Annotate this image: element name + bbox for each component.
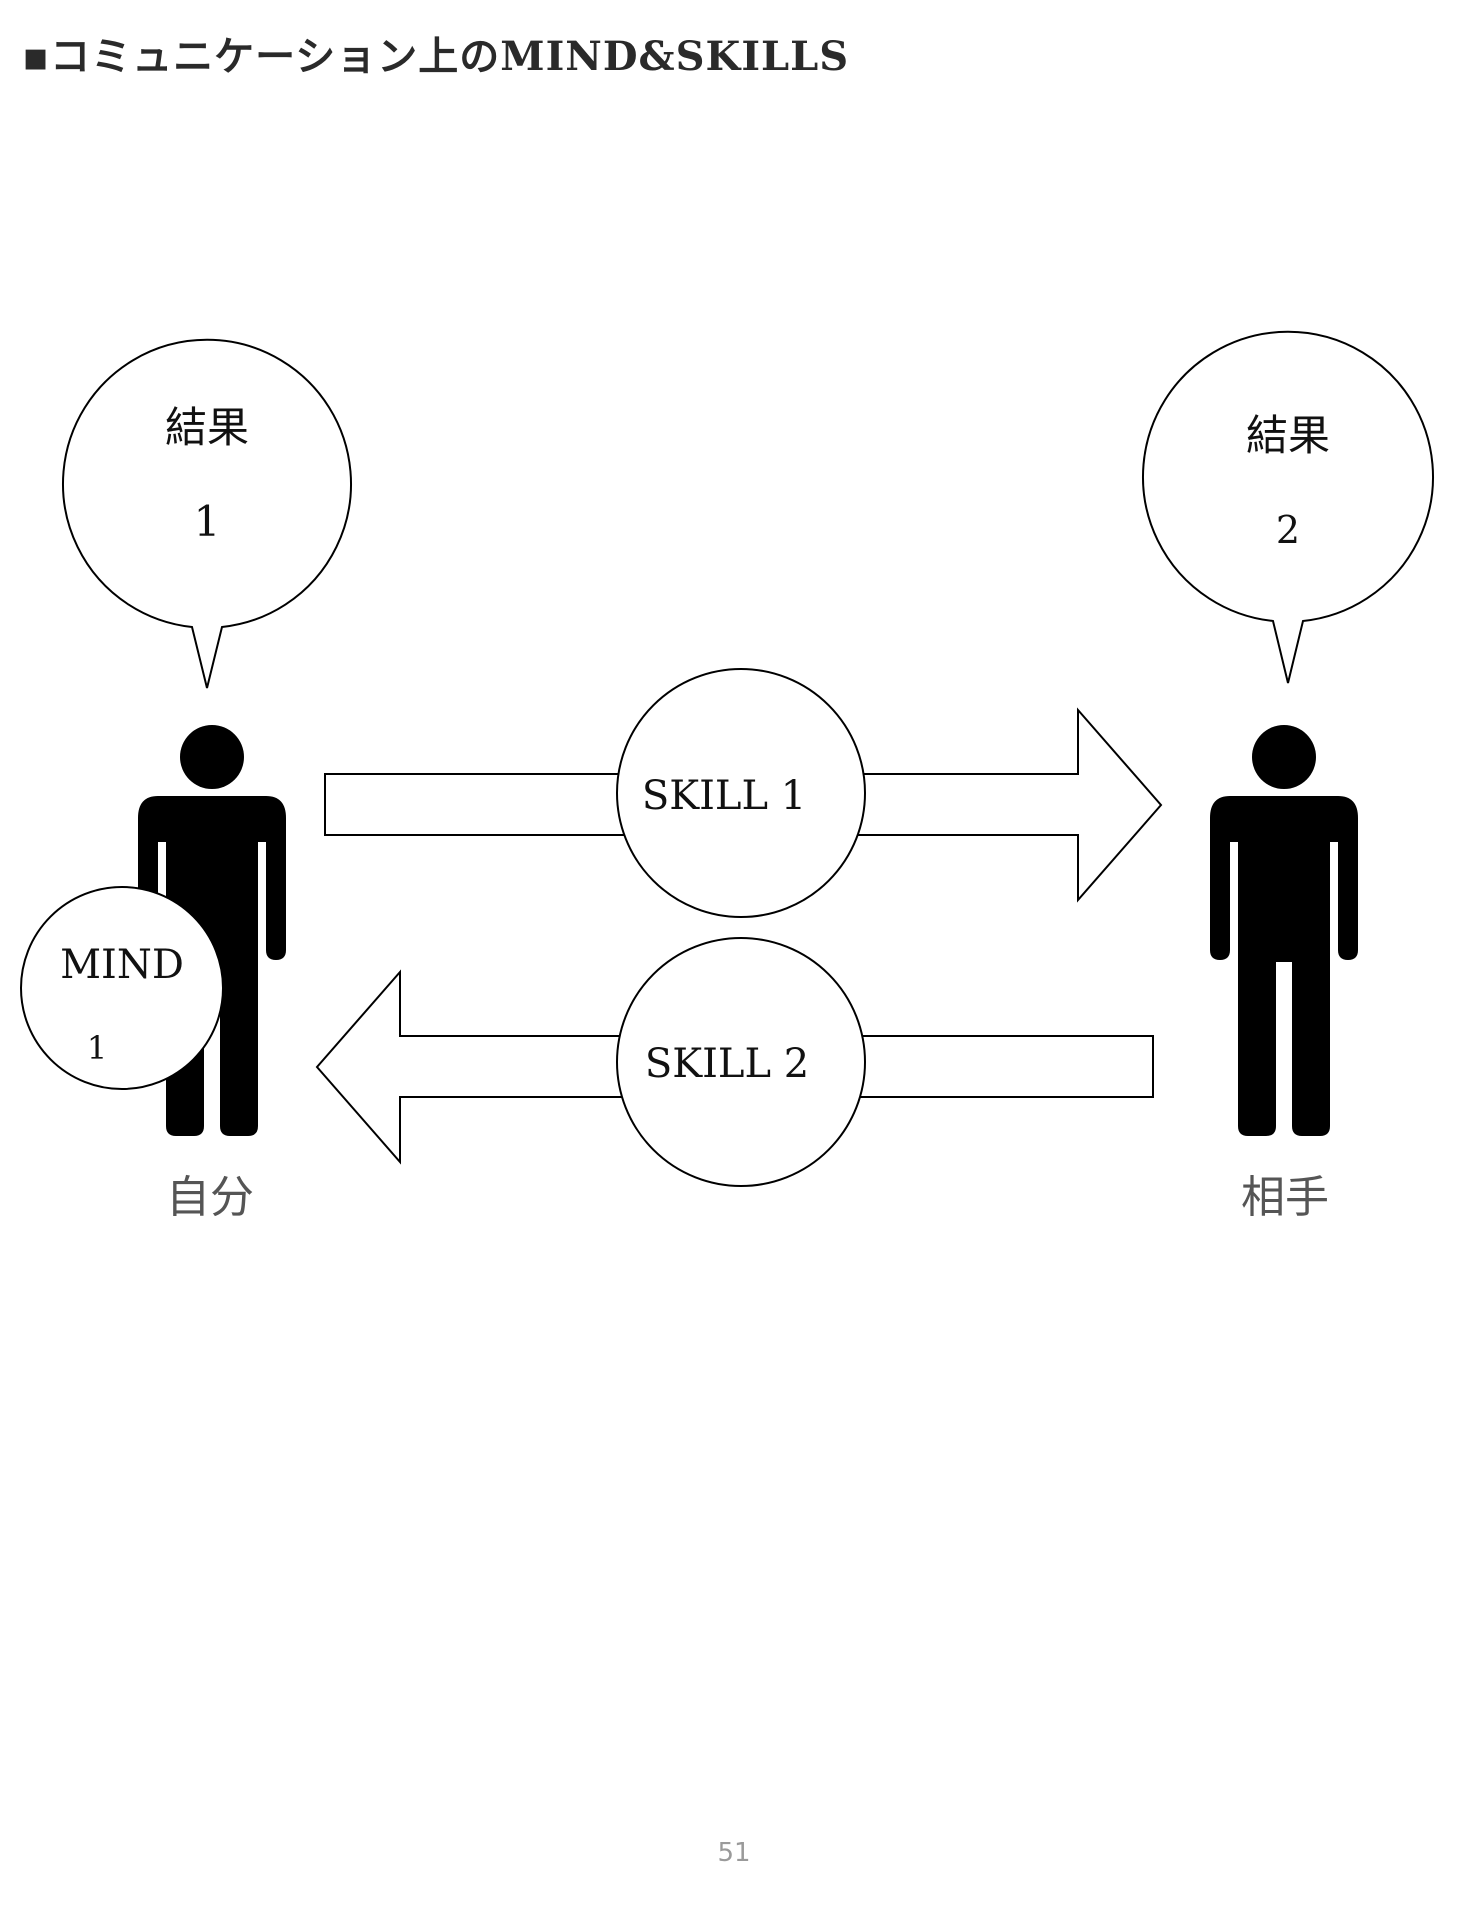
result-bubble-right-number: 2 xyxy=(1276,508,1300,552)
result-bubble-left: 結果 1 xyxy=(62,338,352,689)
result-bubble-left-number: 1 xyxy=(194,497,221,546)
mind-title: MIND xyxy=(60,942,184,988)
page-title: ▪コミュニケーション上のMIND&SKILLS xyxy=(22,33,850,80)
speech-bubble-right-shape xyxy=(1142,330,1434,684)
skill-2-circle: SKILL 2 xyxy=(616,937,866,1187)
mind-circle: MIND 1 xyxy=(20,886,224,1090)
person-label-right: 相手 xyxy=(1241,1172,1329,1223)
mind-number: 1 xyxy=(87,1029,107,1067)
page-number: 51 xyxy=(717,1838,751,1868)
result-bubble-right: 結果 2 xyxy=(1142,330,1434,684)
skill-1-label: SKILL 1 xyxy=(642,773,806,819)
skill-1-circle: SKILL 1 xyxy=(616,668,866,918)
person-icon-right xyxy=(1210,725,1358,1136)
skill-2-label: SKILL 2 xyxy=(645,1041,809,1087)
speech-bubble-left-shape xyxy=(62,338,352,689)
result-bubble-left-title: 結果 xyxy=(165,403,249,452)
person-label-left: 自分 xyxy=(166,1172,254,1223)
result-bubble-right-title: 結果 xyxy=(1246,411,1330,460)
